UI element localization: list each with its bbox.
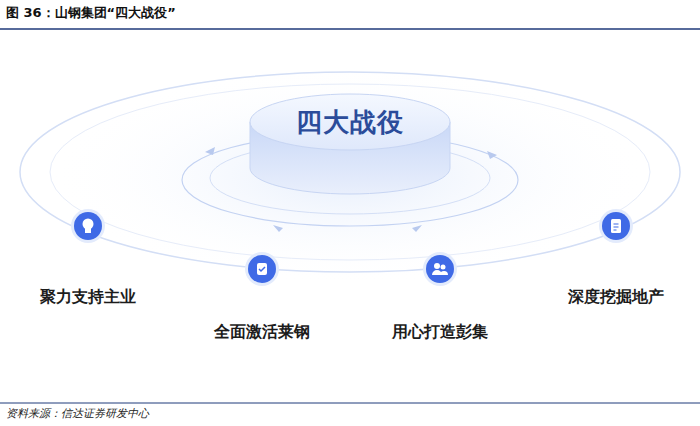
stage-item: 聚力支持主业 bbox=[40, 211, 136, 308]
stage-label: 用心打造彭集 bbox=[392, 322, 488, 343]
orbit-arrow bbox=[487, 151, 497, 159]
icon-circle bbox=[73, 211, 103, 241]
orbit-halo bbox=[50, 84, 650, 260]
icon-circle bbox=[247, 254, 277, 284]
disc-top bbox=[250, 94, 450, 150]
hub-disc: 四大战役 bbox=[296, 105, 404, 140]
stage-label: 聚力支持主业 bbox=[40, 287, 136, 308]
stage-item: 全面激活莱钢 bbox=[214, 254, 310, 343]
figure-title: 图 36：山钢集团“四大战役” bbox=[6, 4, 176, 22]
hub-title: 四大战役 bbox=[296, 105, 404, 140]
icon-circle bbox=[601, 211, 631, 241]
title-rule bbox=[0, 28, 700, 30]
stage-item: 用心打造彭集 bbox=[392, 254, 488, 343]
icon-circle bbox=[425, 254, 455, 284]
glow bbox=[50, 65, 650, 285]
stage-item: 深度挖掘地产 bbox=[568, 211, 664, 308]
orbit-arrow bbox=[273, 225, 283, 232]
outer-orbit bbox=[20, 72, 680, 272]
source-rule bbox=[0, 403, 700, 404]
stage-label: 全面激活莱钢 bbox=[214, 322, 310, 343]
stage-label: 深度挖掘地产 bbox=[568, 287, 664, 308]
orbit-arrow bbox=[205, 147, 215, 155]
orbit-arrow bbox=[412, 225, 422, 232]
source-note: 资料来源：信达证券研发中心 bbox=[6, 406, 149, 421]
